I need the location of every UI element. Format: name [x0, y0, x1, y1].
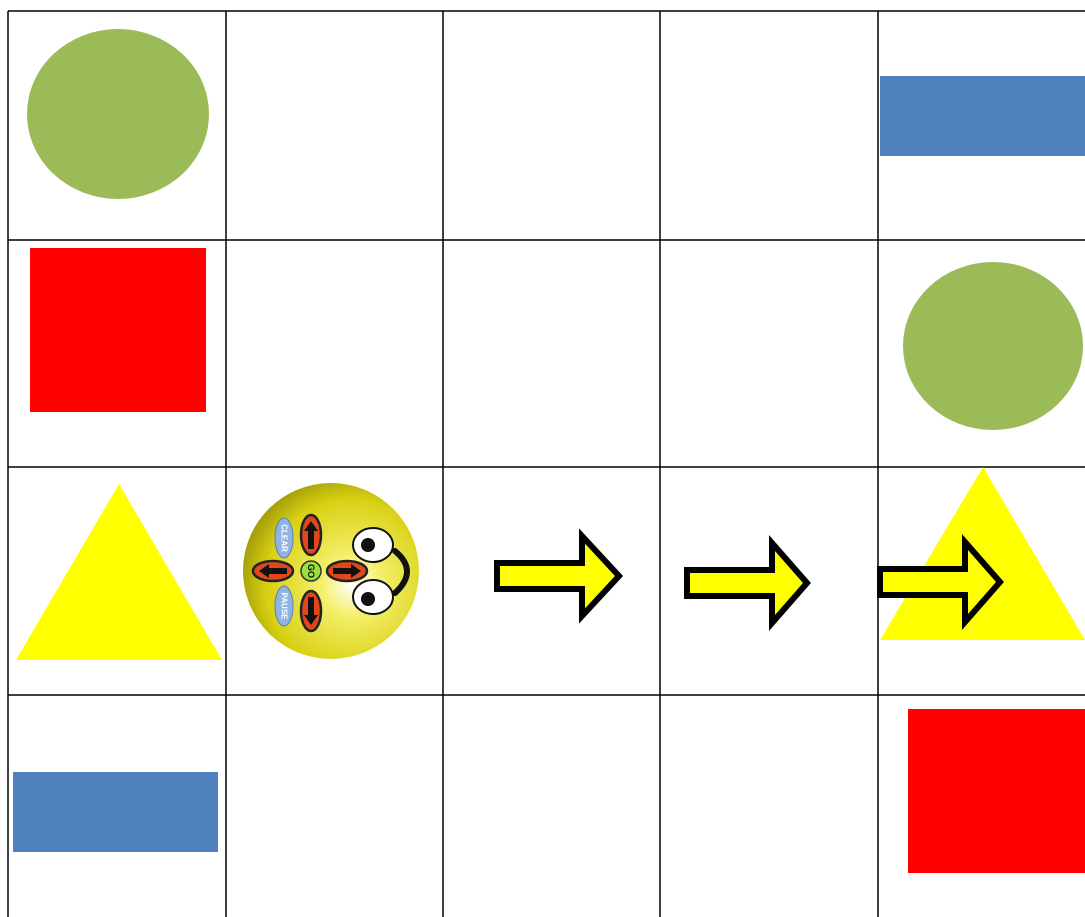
green-circle-r2c5[interactable]: [903, 262, 1083, 430]
yellow-triangle-r3c1[interactable]: [16, 484, 222, 660]
red-square-r4c5[interactable]: [908, 709, 1085, 873]
robot-arrow-up-button[interactable]: [299, 513, 323, 557]
robot-pause-button[interactable]: PAUSE: [274, 585, 294, 627]
robot-pause-label: PAUSE: [280, 593, 289, 621]
robot-go-button[interactable]: GO: [300, 560, 322, 582]
robot-go-label: GO: [306, 564, 316, 578]
robot-eye-bottom: [352, 579, 394, 615]
path-arrow-right-c4[interactable]: [684, 535, 811, 631]
green-circle-r1c1[interactable]: [27, 29, 209, 199]
bee-bot-robot[interactable]: GO CLEAR PAUSE: [243, 483, 419, 659]
robot-arrow-right-button[interactable]: [325, 559, 369, 583]
grid: [7, 10, 1085, 917]
robot-clear-label: CLEAR: [280, 524, 289, 552]
blue-rectangle-r4c1[interactable]: [13, 772, 218, 852]
robot-smile: [392, 548, 410, 596]
red-square-r2c1[interactable]: [30, 248, 206, 412]
robot-eye-top: [352, 527, 394, 563]
yellow-triangle-r3c5[interactable]: [880, 467, 1085, 640]
path-arrow-right-c3[interactable]: [494, 528, 624, 624]
blue-rectangle-r1c5[interactable]: [880, 76, 1085, 156]
path-arrow-right-c5[interactable]: [877, 534, 1004, 630]
robot-arrow-down-button[interactable]: [299, 589, 323, 633]
robot-clear-button[interactable]: CLEAR: [274, 517, 294, 559]
robot-arrow-left-button[interactable]: [251, 559, 295, 583]
